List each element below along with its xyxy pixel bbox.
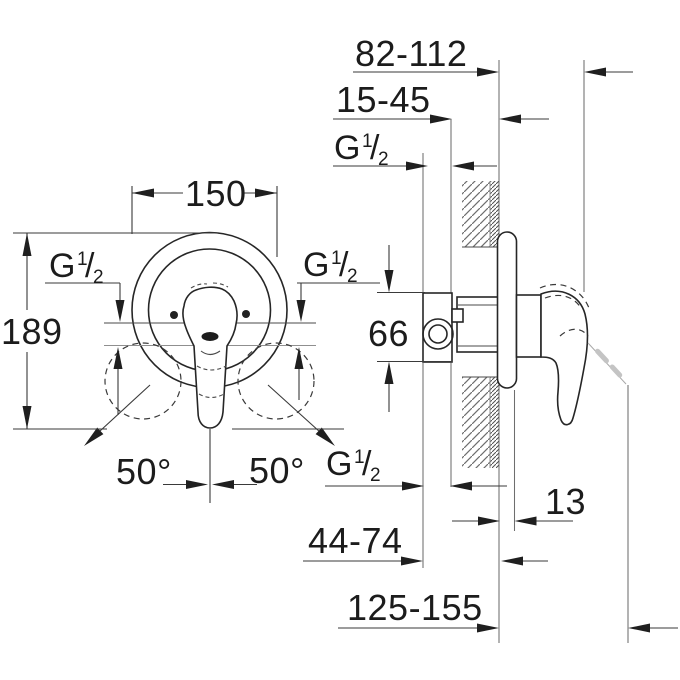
dim-150-label: 150 xyxy=(185,173,247,214)
wall-hatch-lower xyxy=(462,377,490,468)
thread-g12-side-top: G1/2 xyxy=(333,129,497,171)
dimension-189: 189 xyxy=(1,232,218,430)
union-nut-inner xyxy=(428,324,448,344)
thread-label: G1/2 xyxy=(326,445,381,486)
grip-dash-2 xyxy=(198,393,225,399)
lever-ghost-arc xyxy=(559,328,589,337)
grip-dash-1 xyxy=(196,365,227,371)
angle-50-left-label: 50° xyxy=(116,451,172,492)
tile-layer-lower xyxy=(490,377,499,468)
grip-swing-right xyxy=(237,342,315,420)
side-view-handle xyxy=(515,283,590,426)
lever-front xyxy=(182,286,238,429)
screw-right xyxy=(242,310,250,318)
union-nut-outer xyxy=(422,318,454,350)
lever-chin-line xyxy=(200,350,221,356)
dim-15-45-label: 15-45 xyxy=(336,79,431,120)
dim-44-74-label: 44-74 xyxy=(308,520,403,561)
angle-50-right-label: 50° xyxy=(249,450,305,491)
grip-top-dash-right xyxy=(212,282,229,288)
stop-detail xyxy=(451,308,464,323)
dimension-66: 66 xyxy=(368,245,452,412)
side-view-body xyxy=(422,292,499,363)
dimension-44-74: 44-74 xyxy=(303,520,548,566)
thread-g12-front-left: G1/2 xyxy=(45,247,125,415)
lever-ghost-inner xyxy=(544,294,582,309)
grip-swing-left xyxy=(104,342,182,420)
thread-g12-front-right: G1/2 xyxy=(294,246,380,400)
dim-82-112-label: 82-112 xyxy=(355,33,467,74)
thread-label: G1/2 xyxy=(49,247,104,288)
grip-top-dash-left xyxy=(190,283,208,289)
dim-13-label: 13 xyxy=(545,481,586,522)
wall-section xyxy=(462,181,499,468)
dimension-150: 150 xyxy=(131,173,278,257)
wall-hatch-upper xyxy=(462,181,490,247)
dimension-13: 13 xyxy=(452,481,586,526)
dimension-82-112: 82-112 xyxy=(353,33,633,77)
union-block xyxy=(422,292,453,363)
thread-g12-side-bottom: G1/2 xyxy=(325,445,507,491)
escutcheon-profile xyxy=(496,231,518,389)
dimension-15-45: 15-45 xyxy=(333,79,549,124)
thread-label: G1/2 xyxy=(334,129,389,170)
dim-66-label: 66 xyxy=(368,313,409,354)
screw-left xyxy=(170,311,178,319)
thread-label: G1/2 xyxy=(303,246,358,287)
lever-mouth xyxy=(201,332,219,341)
leader-note xyxy=(587,342,627,385)
dimension-125-155: 125-155 xyxy=(338,587,678,633)
handle-neck xyxy=(515,294,542,358)
dim-189-label: 189 xyxy=(1,311,63,352)
lever-side xyxy=(540,290,589,426)
cartridge-housing xyxy=(456,296,499,353)
lever-ghost-outer xyxy=(539,283,590,309)
tile-layer-upper xyxy=(490,181,499,247)
dim-125-155-label: 125-155 xyxy=(347,587,483,628)
